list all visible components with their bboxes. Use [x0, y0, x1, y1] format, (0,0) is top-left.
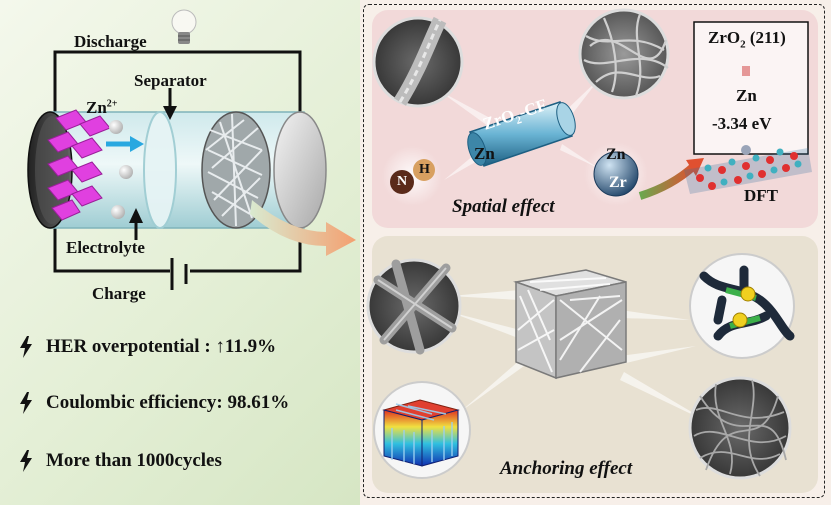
separator-label: Separator	[134, 71, 207, 90]
dft-energy-label: -3.34 eV	[712, 114, 772, 133]
ion-flow-arrow-icon	[106, 136, 144, 152]
sphere-zr-label: Zr	[609, 174, 627, 191]
anchoring-effect-title: Anchoring effect	[500, 458, 633, 479]
sphere-zn-label: Zn	[606, 146, 626, 163]
battery-symbol	[170, 258, 188, 290]
zinc-ion-label: Zn2+	[86, 98, 118, 117]
bullet-her-overpotential: HER overpotential : ↑11.9%	[18, 336, 276, 358]
separator-pointer-arrow-icon	[163, 88, 177, 120]
cathode-crystal-array	[47, 109, 111, 221]
bullet-coulombic-efficiency: Coulombic efficiency: 98.61%	[18, 392, 289, 414]
bullet-text: Coulombic efficiency: 98.61%	[46, 392, 290, 413]
hydrogen-label: H	[419, 162, 430, 177]
dft-label: DFT	[744, 186, 778, 205]
lightning-bolt-icon	[20, 336, 32, 358]
fiber-mesh-anode	[205, 113, 263, 227]
transition-arrow-icon	[250, 200, 356, 256]
light-bulb-icon	[171, 9, 197, 44]
bullet-cycle-life: More than 1000cycles	[18, 450, 222, 472]
charge-label: Charge	[92, 284, 146, 303]
bullet-text: HER overpotential : ↑11.9%	[46, 336, 277, 357]
electrolyte-label: Electrolyte	[66, 238, 145, 257]
nitrogen-label: N	[397, 174, 408, 189]
dft-oxide-label: ZrO2 (211)	[708, 28, 786, 51]
lightning-bolt-icon	[20, 450, 32, 472]
zinc-ions	[109, 120, 133, 219]
bullet-text: More than 1000cycles	[46, 450, 222, 471]
fiber-zn-label: Zn	[474, 144, 495, 163]
discharge-label: Discharge	[74, 32, 147, 51]
electrolyte-pointer-arrow-icon	[129, 208, 143, 240]
lightning-bolt-icon	[20, 392, 32, 414]
dft-zn-label: Zn	[736, 86, 757, 105]
spatial-effect-title: Spatial effect	[452, 196, 555, 217]
battery-schematic	[27, 9, 356, 290]
mechanism-frame	[363, 4, 825, 498]
